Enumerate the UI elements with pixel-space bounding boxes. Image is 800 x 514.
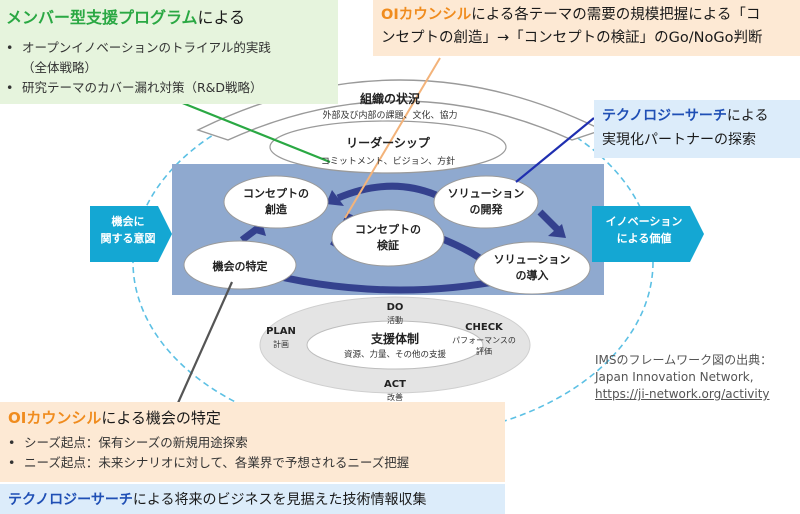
source-note: IMSのフレームワーク図の出典： Japan Innovation Networ…	[595, 352, 772, 403]
bullet-text: （全体戦略）	[22, 60, 98, 75]
source-link[interactable]: https://ji-network.org/activity	[595, 387, 770, 401]
tech-search-line2: 実現化パートナーの探索	[602, 132, 756, 148]
bullet-item: •ニーズ起点：未来シナリオに対して、各業界で予想されるニーズ把握	[8, 455, 410, 470]
oi-council-opportunity-rest: による機会の特定	[101, 409, 221, 427]
oi-council-highlight: OIカウンシル	[381, 7, 472, 23]
concept-verify-node	[331, 209, 445, 267]
support-title: 支援体制	[370, 332, 419, 346]
value-arrow-label: イノベーションによる価値	[592, 213, 696, 247]
blue-right-callout-line	[515, 117, 595, 183]
check-sub2: 評価	[476, 347, 492, 356]
plan-label: PLAN	[266, 326, 296, 337]
green-callout-line	[179, 100, 331, 164]
bottom-callout-line	[176, 281, 234, 404]
opportunity-label: 機会の特定	[212, 260, 268, 273]
bullet-text: 研究テーマのカバー漏れ対策（R&D戦略）	[22, 80, 263, 95]
solution-intro-line1: ソリューション	[493, 253, 571, 266]
solution-intro-label: ソリューションの導入	[480, 252, 584, 284]
org-context-title: 組織の状況	[359, 92, 420, 106]
oi-council-go-nogo-box: OIカウンシルによる各テーマの需要の規模把握による「コ ンセプトの創造」→「コン…	[373, 0, 800, 56]
value-line2: による価値	[616, 232, 672, 245]
bullet-text: オープンイノベーションのトライアル的実践	[22, 40, 271, 55]
solution-dev-line2: の開発	[469, 203, 503, 216]
oi-council-line2: ンセプトの創造」→「コンセプトの検証」のGo/NoGo判断	[381, 30, 763, 46]
concept-verify-line1: コンセプトの	[355, 223, 421, 236]
source-line2: Japan Innovation Network,	[595, 370, 754, 384]
tech-search-highlight: テクノロジーサーチ	[602, 108, 727, 124]
intent-arrow-label: 機会に関する意図	[92, 213, 164, 247]
value-line1: イノベーション	[605, 215, 683, 228]
bullet-text: シーズ起点：保有シーズの新規用途探索	[24, 435, 248, 450]
source-line1: IMSのフレームワーク図の出典：	[595, 353, 773, 367]
member-program-title-rest: による	[197, 8, 246, 27]
org-context-sub: 外部及び内部の課題、文化、協力	[322, 111, 458, 121]
concept-create-line1: コンセプトの	[243, 187, 309, 200]
tech-search-info-highlight: テクノロジーサーチ	[8, 492, 133, 508]
intent-line2: 関する意図	[100, 232, 156, 245]
tech-search-partner-box: テクノロジーサーチによる 実現化パートナーの探索	[594, 100, 800, 158]
member-program-box: メンバー型支援プログラムによる •オープンイノベーションのトライアル的実践 （全…	[0, 0, 338, 104]
tech-search-info-box: テクノロジーサーチによる将来のビジネスを見据えた技術情報収集	[0, 484, 505, 514]
member-program-highlight: メンバー型支援プログラム	[6, 8, 198, 27]
opportunity-node	[183, 240, 297, 290]
do-label: DO	[386, 302, 404, 313]
concept-create-line2: 創造	[265, 203, 287, 216]
act-sub: 改善	[387, 393, 403, 402]
intent-line1: 機会に	[111, 215, 145, 228]
pdca-ring-inner	[306, 320, 484, 370]
check-sub: パフォーマンスの	[452, 336, 516, 345]
tech-search-line1: テクノロジーサーチによる	[602, 104, 792, 128]
oi-council-line1: OIカウンシルによる各テーマの需要の規模把握による「コ	[381, 4, 792, 27]
solution-intro-line2: の導入	[515, 269, 549, 282]
oi-council-opportunity-highlight: OIカウンシル	[8, 409, 102, 427]
oi-council-opportunity-box: OIカウンシルによる機会の特定 •シーズ起点：保有シーズの新規用途探索 •ニーズ…	[0, 402, 505, 482]
act-label: ACT	[384, 379, 406, 390]
concept-verify-label: コンセプトの検証	[338, 222, 438, 254]
solution-intro-node	[473, 241, 591, 295]
orange-top-callout-line	[344, 57, 441, 219]
tech-search-info-rest: による将来のビジネスを見据えた技術情報収集	[132, 492, 427, 508]
tech-search-line1-rest: による	[726, 108, 769, 124]
concept-create-node	[223, 175, 329, 229]
leadership-sub: コミットメント、ビジョン、方針	[320, 157, 456, 167]
bullet-item: •研究テーマのカバー漏れ対策（R&D戦略）	[6, 80, 263, 95]
concept-verify-line2: 検証	[377, 239, 399, 252]
oi-council-opportunity-title: OIカウンシルによる機会の特定	[8, 407, 497, 428]
concept-create-label: コンセプトの創造	[228, 186, 324, 218]
check-label: CHECK	[465, 322, 503, 333]
bullet-text: ニーズ起点：未来シナリオに対して、各業界で予想されるニーズ把握	[24, 455, 410, 470]
value-arrow	[592, 206, 704, 262]
oi-council-line1-rest: による各テーマの需要の規模把握による「コ	[471, 7, 761, 23]
bullet-item: （全体戦略）	[6, 58, 332, 78]
solution-dev-node	[433, 175, 539, 229]
intent-arrow	[90, 206, 172, 262]
bullet-item: •オープンイノベーションのトライアル的実践	[6, 40, 271, 55]
member-program-title: メンバー型支援プログラムによる	[6, 4, 332, 28]
do-sub: 活動	[387, 316, 403, 325]
bullet-item: •シーズ起点：保有シーズの新規用途探索	[8, 435, 248, 450]
support-sub: 資源、力量、その他の支援	[343, 350, 446, 360]
leadership-title: リーダーシップ	[346, 136, 430, 150]
solution-dev-line1: ソリューション	[447, 187, 525, 200]
plan-sub: 計画	[273, 340, 289, 349]
solution-dev-label: ソリューションの開発	[436, 186, 536, 218]
